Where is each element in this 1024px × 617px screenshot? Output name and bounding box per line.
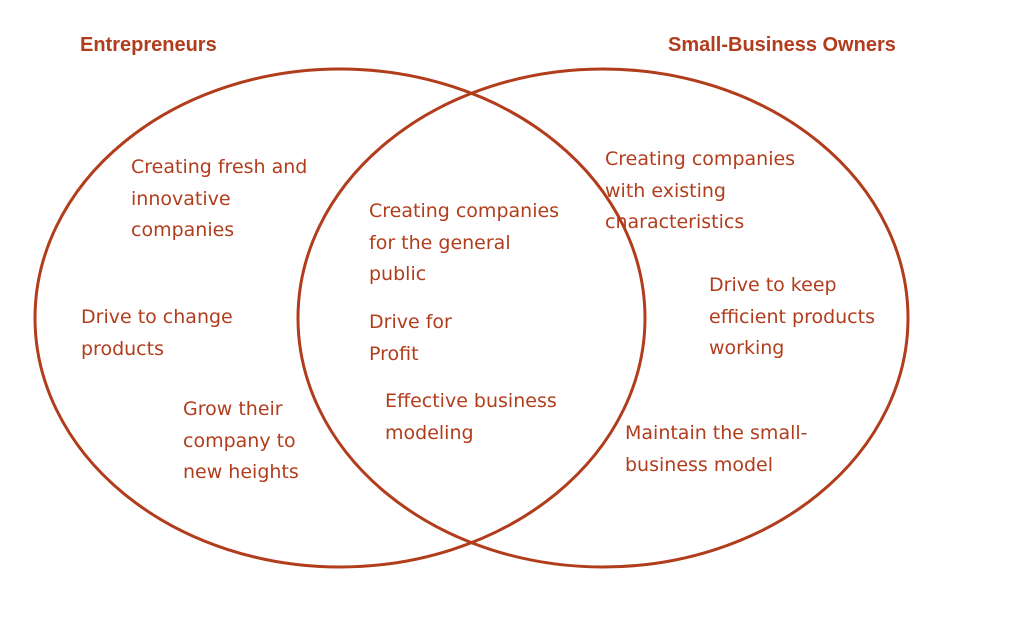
overlap-item-drive-for-profit: Drive for Profit — [369, 307, 452, 370]
text-line: Creating fresh and — [131, 156, 308, 178]
text-line: working — [709, 337, 785, 359]
text-line: companies — [131, 219, 235, 241]
left-item-grow-company: Grow their company to new heights — [183, 394, 299, 489]
right-item-efficient-products: Drive to keep efficient products working — [709, 270, 875, 365]
text-line: new heights — [183, 461, 299, 483]
text-line: company to — [183, 429, 296, 452]
text-line: Effective business — [385, 390, 557, 412]
left-item-drive-to-change: Drive to change products — [81, 302, 233, 365]
right-item-small-business-model: Maintain the small- business model — [625, 418, 808, 481]
text-line: with existing — [605, 179, 726, 202]
text-line: Creating companies — [605, 148, 796, 170]
text-line: Drive for — [369, 311, 452, 333]
text-line: modeling — [385, 421, 474, 444]
overlap-item-business-modeling: Effective business modeling — [385, 386, 557, 449]
text-line: Drive to keep — [709, 274, 837, 296]
left-item-fresh-innovative: Creating fresh and innovative companies — [131, 152, 307, 247]
text-line: Maintain the small- — [625, 422, 808, 444]
text-line: products — [81, 337, 164, 360]
text-line: Grow their — [183, 398, 283, 420]
overlap-item-general-public: Creating companies for the general publi… — [369, 196, 559, 291]
text-line: characteristics — [605, 211, 745, 233]
text-line: public — [369, 263, 427, 285]
text-line: for the general — [369, 231, 511, 254]
entrepreneurs-title: Entrepreneurs — [80, 34, 217, 56]
text-line: innovative — [131, 187, 231, 210]
small-business-owners-circle — [296, 67, 910, 569]
text-line: Profit — [369, 342, 419, 365]
entrepreneurs-circle — [33, 67, 647, 569]
small-business-owners-title: Small-Business Owners — [668, 34, 896, 56]
text-line: Drive to change — [81, 306, 233, 328]
text-line: business model — [625, 453, 774, 476]
right-item-existing-characteristics: Creating companies with existing charact… — [605, 144, 795, 239]
text-line: efficient products — [709, 305, 875, 328]
text-line: Creating companies — [369, 200, 560, 222]
